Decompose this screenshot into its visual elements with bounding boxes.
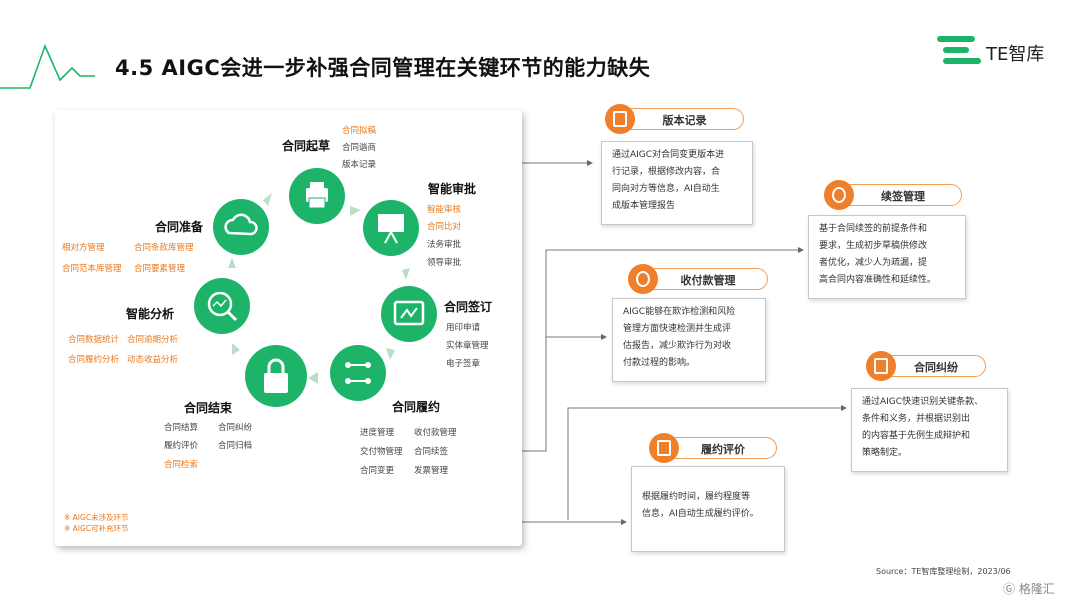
card-header-shoufu: 收付款管理 [628, 264, 768, 294]
stage-item: 版本记录 [342, 160, 377, 170]
card-header-xuqian: 续签管理 [824, 180, 962, 210]
stage-item: 合同变更 [360, 466, 395, 476]
card-header-jiufen: 合同纠纷 [866, 351, 986, 381]
stage-item: 收付款管理 [414, 428, 457, 438]
pulse-line-icon [0, 43, 95, 89]
stage-item: 合同续签 [414, 447, 449, 457]
stage-item: 合同条款库管理 [134, 243, 194, 253]
analysis-magnifier-icon [194, 278, 250, 334]
stage-item: 合同归档 [218, 441, 253, 451]
printer-icon [289, 168, 345, 224]
page-title: 4.5 AIGC会进一步补强合同管理在关键环节的能力缺失 [115, 56, 651, 80]
stage-item: 发票管理 [414, 466, 449, 476]
flow-nodes-icon [330, 345, 386, 401]
stage-item: 合同数据统计 [68, 335, 120, 345]
stage-item: 合同检索 [164, 460, 199, 470]
stage-item: 用印申请 [446, 323, 481, 333]
stage-title-qicao: 合同起草 [282, 139, 331, 153]
checklist-icon [649, 433, 679, 463]
stage-item: 合同逾期分析 [127, 335, 179, 345]
brand-name: TE智库 [986, 44, 1045, 65]
stage-title-fenxi: 智能分析 [126, 307, 175, 321]
document-icon [605, 104, 635, 134]
stage-item: 合同履约分析 [68, 355, 120, 365]
card-body-banben: 通过AIGC对合同变更版本进行记录，根据修改内容，合 同向对方等信息，AI自动生… [601, 141, 753, 225]
stage-item: 动态收益分析 [127, 355, 179, 365]
stage-item: 合同纠纷 [218, 423, 253, 433]
card-header-pingjia: 履约评价 [649, 433, 777, 463]
te-logo-icon [937, 36, 981, 64]
stage-item: 电子签章 [446, 359, 481, 369]
stage-item: 合同拟稿 [342, 126, 377, 136]
stage-title-shenpi: 智能审批 [428, 182, 477, 196]
lock-icon [245, 345, 307, 407]
stage-item: 交付物管理 [360, 447, 403, 457]
stage-item: 合同结算 [164, 423, 199, 433]
legend-item: ※ AIGC未涉及环节 [64, 513, 129, 522]
stage-item: 法务审批 [427, 240, 462, 250]
stage-title-jieshu: 合同结束 [184, 401, 233, 415]
lifecycle-panel [55, 110, 522, 546]
stage-item: 合同范本库管理 [62, 264, 122, 274]
stage-title-qianding: 合同签订 [444, 300, 493, 314]
stage-item: 进度管理 [360, 428, 395, 438]
stage-item: 实体章管理 [446, 341, 489, 351]
stage-item: 相对方管理 [62, 243, 105, 253]
card-body-jiufen: 通过AIGC快速识别关键条款、条件和义务，并根据识别出 的内容基于先例生成辩护和… [851, 388, 1008, 472]
card-body-xuqian: 基于合同续签的前提条件和要求，生成初步草稿供修改 者优化，减少人为疏漏，提高合同… [808, 215, 966, 299]
stage-item: 履约评价 [164, 441, 199, 451]
money-icon [628, 264, 658, 294]
stage-item: 合同谐商 [342, 143, 377, 153]
stage-item: 合同比对 [427, 222, 462, 232]
refresh-icon [824, 180, 854, 210]
stage-item: 智能审核 [427, 205, 462, 215]
stage-item: 领导审批 [427, 258, 462, 268]
sign-screen-icon [381, 286, 437, 342]
watermark: Ⓖ 格隆汇 [1003, 582, 1055, 596]
source-note: Source：TE智库整理绘制，2023/06 [876, 567, 1011, 576]
stage-title-lvyue: 合同履约 [392, 400, 441, 414]
card-body-pingjia: 根据履约时间，履约程度等信息，AI自动生成履约评价。 [631, 466, 785, 552]
legend-item: ※ AIGC可补充环节 [64, 524, 129, 533]
stage-item: 合同要素管理 [134, 264, 186, 274]
card-body-shoufu: AIGC能够在欺诈检测和风险管理方面快速检测并生成评 估报告，减少欺诈行为对收付… [612, 298, 766, 382]
card-header-banben: 版本记录 [605, 104, 744, 134]
cloud-sync-icon [213, 199, 269, 255]
stage-title-zhunbei: 合同准备 [155, 220, 204, 234]
scale-icon [866, 351, 896, 381]
whiteboard-icon [363, 200, 419, 256]
